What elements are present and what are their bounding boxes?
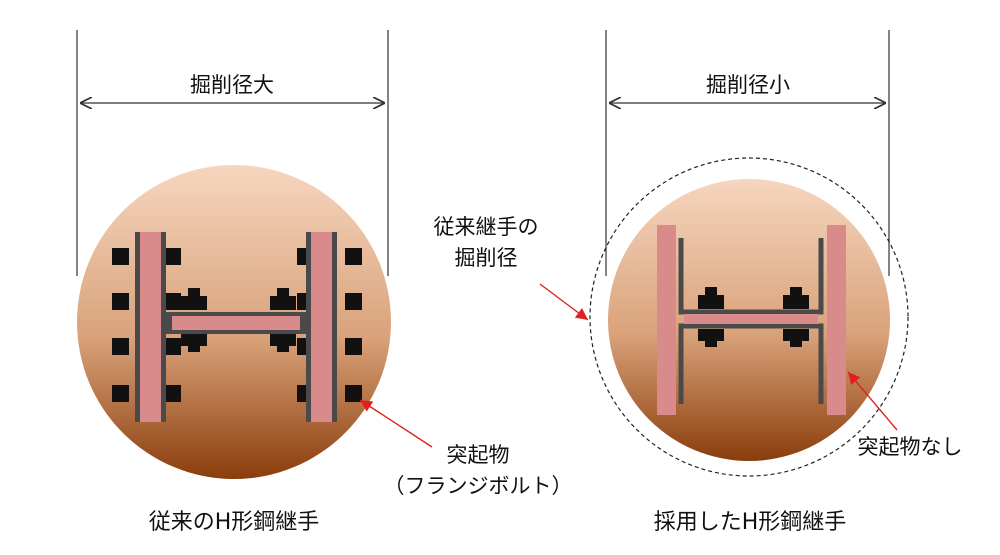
right-flange-right — [827, 225, 846, 415]
right-web-bolts — [698, 287, 809, 347]
right-outer-bore-callout: 従来継手の 掘削径 — [434, 215, 589, 321]
right-dimension: 掘削径小 — [605, 30, 890, 276]
left-flange-right-fill — [311, 232, 332, 422]
right-none-callout-text: 突起物なし — [858, 435, 963, 459]
left-web — [172, 316, 300, 330]
left-flange-left-fill — [140, 232, 161, 422]
right-caption: 採用したH形鋼継手 — [654, 510, 847, 535]
right-outer-callout-arrow — [539, 283, 589, 321]
right-outer-callout-text-2: 掘削径 — [455, 246, 518, 270]
left-dimension: 掘削径大 — [76, 30, 389, 276]
left-h-beam — [112, 232, 362, 422]
right-channel-top — [678, 238, 824, 315]
left-web-bolts — [181, 288, 296, 352]
right-outer-callout-text-1: 従来継手の — [434, 215, 539, 239]
left-caption: 従来のH形鋼継手 — [149, 510, 320, 535]
right-flange-left — [657, 225, 676, 415]
right-none-callout-arrow — [847, 371, 898, 431]
left-protrusion-callout: 突起物 （フランジボルト） — [359, 399, 573, 498]
left-flange-bolts-left — [112, 248, 181, 402]
right-dimension-label: 掘削径小 — [706, 73, 790, 97]
right-conventional-bore-outline — [589, 157, 909, 477]
left-callout-text-1: 突起物 — [447, 443, 510, 467]
right-no-protrusion-callout: 突起物なし — [847, 371, 963, 459]
right-channel-bottom — [678, 323, 824, 404]
right-h-beam — [657, 225, 846, 415]
left-dimension-label: 掘削径大 — [190, 73, 274, 97]
left-callout-arrow — [359, 399, 433, 448]
right-web — [684, 314, 818, 324]
left-callout-text-2: （フランジボルト） — [384, 474, 573, 498]
